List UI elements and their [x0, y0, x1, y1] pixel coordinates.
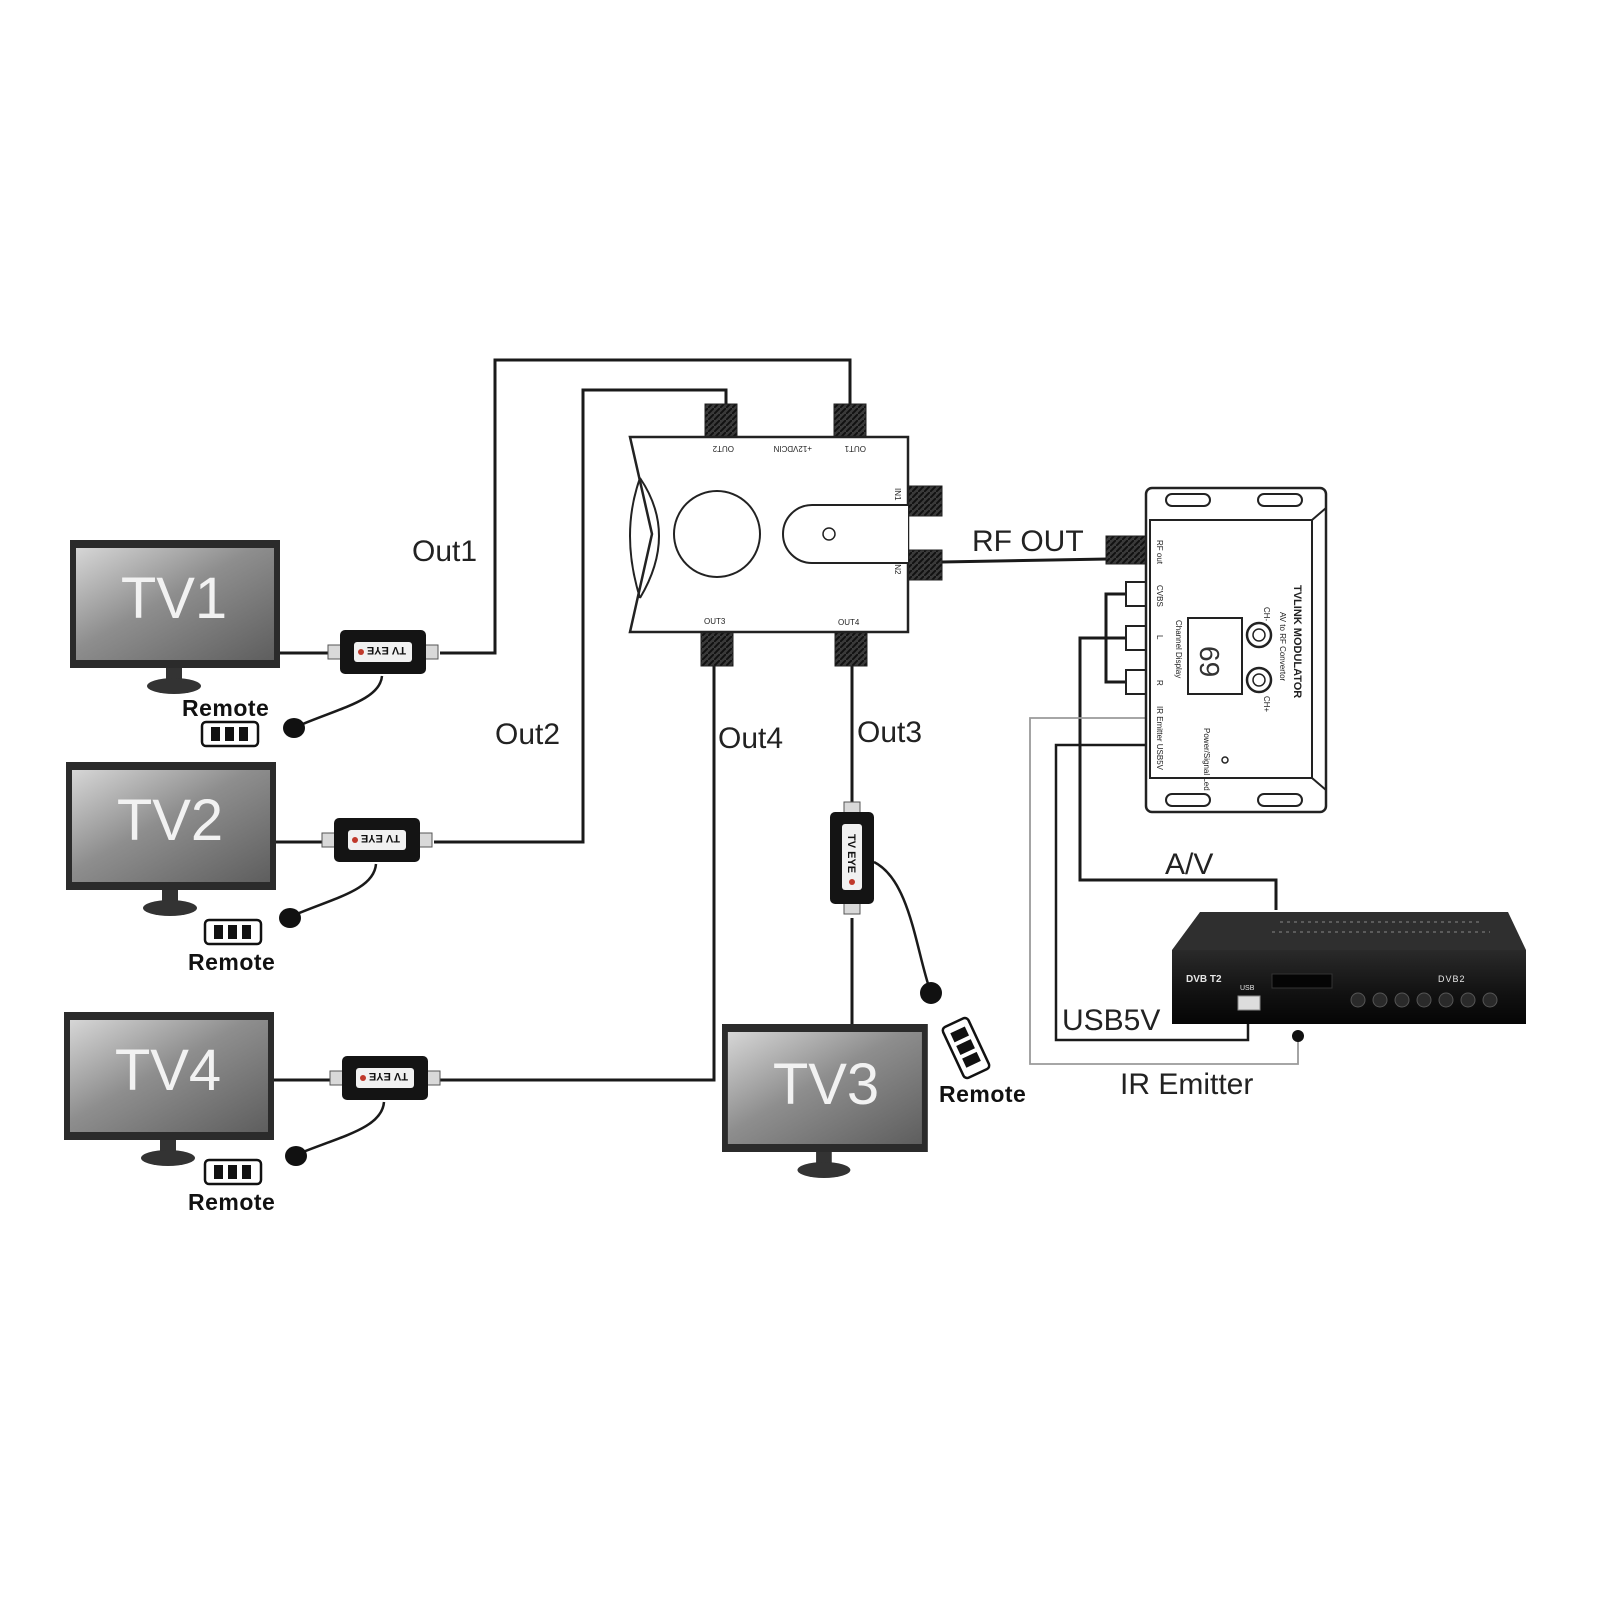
tv3-ir-receiver-tip: [920, 982, 942, 1004]
power-led-label: Power/Signal Led: [1202, 728, 1211, 791]
tv2-remote-label: Remote: [188, 949, 275, 975]
channel-display-digits: 69: [1194, 646, 1225, 677]
receiver-usb-label: USB: [1240, 985, 1255, 992]
tv4-label: TV4: [115, 1038, 221, 1103]
out1-label: Out1: [412, 535, 477, 568]
tv3-eye-sensor: TV EYE: [830, 801, 874, 915]
tv2-label: TV2: [117, 788, 223, 853]
port-dc-label: +12VDCIN: [773, 444, 812, 453]
tvlink-modulator: 69 TVLINK MODULATOR AV to RF Convertor C…: [1105, 486, 1328, 814]
tv3-label: TV3: [773, 1052, 879, 1117]
tv2-eye-sensor: TV EYE: [321, 817, 433, 863]
tv1-eye-label: TV EYE: [367, 644, 406, 656]
modulator-title: TVLINK MODULATOR: [1291, 585, 1303, 698]
out2-label: Out2: [495, 718, 560, 751]
tv4-eye-sensor: TV EYE: [329, 1055, 441, 1101]
tv4-remote-label: Remote: [188, 1189, 275, 1215]
tv3-eye-label: TV EYE: [845, 834, 857, 873]
cable-rf-out: [941, 557, 1109, 564]
eye-cable-tv1: [297, 675, 384, 728]
tv1-eye-sensor: TV EYE: [327, 629, 439, 675]
port-out1-label: OUT1: [844, 444, 866, 453]
port-r-label: R: [1155, 680, 1164, 686]
ir-emitter-label: IR Emitter: [1120, 1068, 1253, 1101]
port-rf-label: RF out: [1155, 540, 1164, 565]
ch-minus-label: CH-: [1262, 607, 1271, 622]
eye-cable-tv3: [873, 860, 932, 991]
cable-usb5v: [1054, 743, 1250, 1042]
channel-display-label: Channel Display: [1174, 620, 1183, 678]
tv2-remote-icon: [203, 918, 263, 946]
cable-out1: [440, 358, 852, 655]
modulator-subtitle: AV to RF Convertor: [1278, 612, 1287, 682]
tv1-remote-label: Remote: [182, 695, 269, 721]
port-out4-label: OUT4: [838, 618, 860, 627]
receiver-brand: DVB T2: [1186, 974, 1222, 985]
tv2-eye-label: TV EYE: [361, 832, 400, 844]
port-out3-label: OUT3: [704, 617, 726, 626]
av-label: A/V: [1165, 848, 1213, 881]
ch-plus-label: CH+: [1262, 696, 1271, 713]
cable-ir-emitter: [1029, 717, 1299, 1065]
tv4-remote-icon: [203, 1158, 263, 1186]
tv4-ir-receiver-tip: [285, 1146, 307, 1166]
tv1-remote-icon: [200, 720, 260, 748]
port-cvbs-label: CVBS: [1155, 585, 1164, 607]
port-out2-label: OUT2: [712, 444, 734, 453]
cable-out4: [440, 664, 716, 1082]
eye-cable-tv4: [297, 1101, 386, 1156]
out4-label: Out4: [718, 722, 783, 755]
receiver-model: DVB2: [1438, 974, 1466, 984]
set-top-box-receiver: DVB T2 USB DVB2: [1172, 912, 1526, 1042]
splitter-amplifier: OUT2 +12VDCIN OUT1 OUT3 OUT4 IN1 IN2: [628, 403, 943, 667]
tv4: TV4: [64, 1012, 274, 1166]
port-in2-label: IN2: [893, 562, 902, 575]
tv2-ir-receiver-tip: [279, 908, 301, 928]
tv4-eye-label: TV EYE: [369, 1070, 408, 1082]
tv1-ir-receiver-tip: [283, 718, 305, 738]
port-l-label: L: [1155, 635, 1164, 640]
tv3: TV3: [722, 1024, 928, 1178]
eye-cable-tv2: [291, 863, 378, 918]
tv1: TV1: [70, 540, 280, 694]
rf-out-label: RF OUT: [972, 525, 1084, 558]
cable-out2: [434, 388, 728, 844]
usb5v-label: USB5V: [1062, 1004, 1160, 1037]
port-ir-usb-label: IR Emitter USB5V: [1155, 706, 1164, 771]
tv3-remote-label: Remote: [939, 1081, 1026, 1107]
out3-label: Out3: [857, 716, 922, 749]
port-in1-label: IN1: [893, 488, 902, 501]
tv3-remote-icon: [941, 1016, 991, 1080]
cable-av: [1078, 592, 1278, 910]
tv1-label: TV1: [121, 566, 227, 631]
tv2: TV2: [66, 762, 276, 916]
